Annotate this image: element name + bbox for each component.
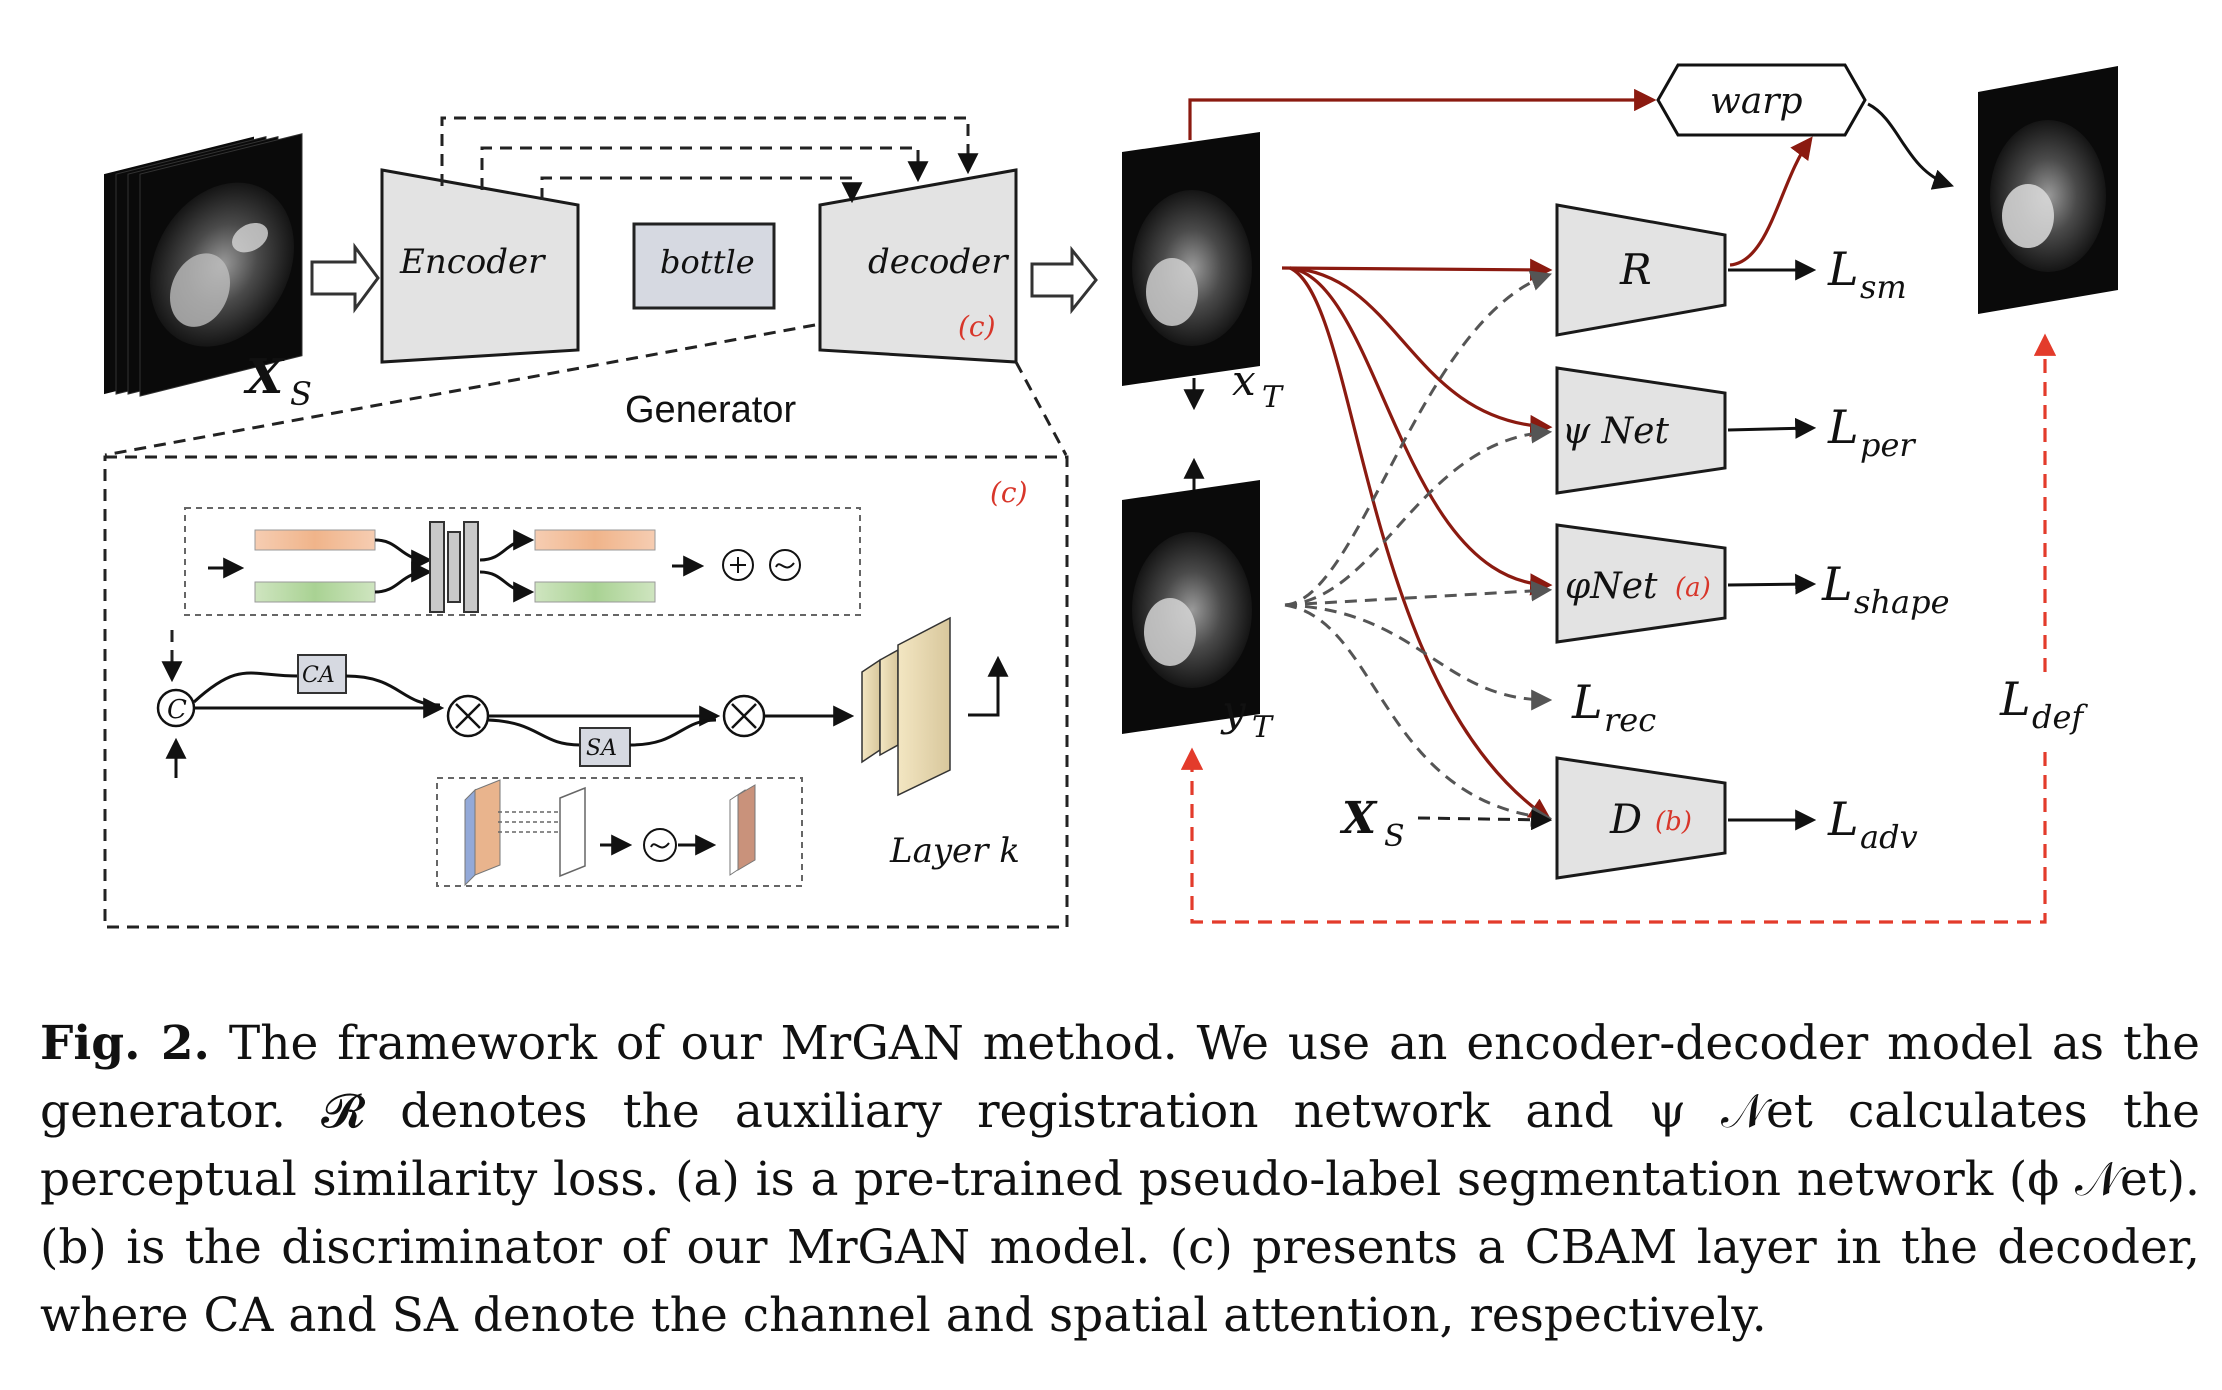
zoom-line-right <box>1014 361 1068 456</box>
zoom-line-left <box>104 323 816 457</box>
def-to-yt-arrow <box>1180 747 2047 924</box>
sa-in-curve <box>487 718 581 747</box>
encoder-block <box>380 168 580 364</box>
spatial-attention-detail <box>436 777 803 887</box>
input-to-encoder-arrow <box>310 242 380 314</box>
caption-text: The framework of our MrGAN method. We us… <box>40 1016 2200 1343</box>
xt-sub: T <box>1262 380 1284 415</box>
xt-label: x <box>1232 356 1256 405</box>
channel-attention-detail <box>184 507 861 616</box>
loss-rec-symbol: L <box>1571 675 1603 729</box>
decoder-tag: (c) <box>958 310 996 343</box>
skip-connection-middle <box>480 146 929 190</box>
layer-k-block <box>861 616 951 797</box>
psi-net-block <box>1555 366 1727 495</box>
ca-out-curve <box>345 674 441 707</box>
xt-to-discriminator-arrow <box>1289 266 1552 821</box>
loss-per-sub: per <box>1860 426 1916 464</box>
loss-sm-symbol: L <box>1827 242 1859 296</box>
output-xt-image <box>1122 132 1260 386</box>
yt-to-phi-arrow <box>1284 580 1553 607</box>
skip-connection-inner <box>540 176 863 204</box>
yt-to-psi-arrow <box>1284 422 1553 607</box>
sa-label: SA <box>586 736 617 761</box>
loss-rec-sub: rec <box>1604 701 1656 739</box>
xt-to-phi-arrow <box>1289 266 1553 596</box>
concat-label: C <box>167 695 187 725</box>
layer-k-label: Layer k <box>889 831 1020 871</box>
loss-adv-sub: adv <box>1860 818 1918 856</box>
sa-block <box>579 727 631 767</box>
ca-in-curve <box>192 671 299 704</box>
phi-net-block <box>1555 523 1727 644</box>
loss-per-symbol: L <box>1827 400 1859 454</box>
xt-to-warp-arrow <box>1188 88 1657 140</box>
xs-disc-input-sub: S <box>1384 819 1405 854</box>
cbam-panel <box>103 455 1069 929</box>
loss-shape-symbol: L <box>1821 557 1853 611</box>
yt-label: y <box>1220 686 1247 735</box>
decoder-to-output-arrow <box>1030 245 1098 315</box>
loss-shape-sub: shape <box>1854 583 1950 621</box>
warp-to-result-arrow <box>1867 102 1954 190</box>
bottleneck-block <box>632 222 776 310</box>
yt-sub: T <box>1252 710 1274 745</box>
registration-to-warp-arrow <box>1729 136 1813 267</box>
psi-to-loss-arrow <box>1727 417 1817 439</box>
phi-net-label: φNet <box>1565 566 1658 607</box>
encoder-label: Encoder <box>399 242 546 282</box>
input-mri-stack <box>104 133 303 397</box>
warped-result-image <box>1978 66 2118 314</box>
input-xs-label: X <box>243 349 285 405</box>
discriminator-tag: (b) <box>1655 807 1692 837</box>
xs-disc-input-label: X <box>1339 793 1378 844</box>
loss-def-sub: def <box>2032 698 2088 736</box>
caption-fig-label: Fig. 2. <box>40 1016 210 1071</box>
loss-def-symbol: L <box>1999 672 2031 726</box>
sa-out-curve <box>629 718 717 747</box>
input-xs-sub: S <box>290 375 312 413</box>
skip-connection-outer <box>440 116 979 186</box>
yt-to-discriminator-arrow <box>1284 603 1553 827</box>
discriminator-block <box>1555 756 1727 880</box>
registration-network-block <box>1555 203 1727 337</box>
xt-to-registration-arrow <box>1281 258 1553 282</box>
cbam-tag: (c) <box>990 476 1028 509</box>
ca-block <box>297 654 347 694</box>
decoder-label: decoder <box>868 242 1009 282</box>
warp-block <box>1656 63 1867 137</box>
target-yt-image <box>1122 480 1260 734</box>
loss-sm-sub: sm <box>1860 268 1907 306</box>
layer-output-arrow <box>968 655 1009 717</box>
framework-diagram: X S Encoder bottle decoder (c) Generator… <box>103 63 2118 929</box>
yt-to-rec-arrow <box>1284 603 1553 711</box>
figure-caption: Fig. 2. The framework of our MrGAN metho… <box>40 1010 2200 1350</box>
psi-net-label: ψ Net <box>1562 411 1669 452</box>
generator-label: Generator <box>625 389 796 431</box>
registration-label: R <box>1619 245 1652 294</box>
phi-to-loss-arrow <box>1727 573 1817 595</box>
warp-label: warp <box>1710 81 1803 122</box>
bottleneck-label: bottle <box>660 243 755 281</box>
ca-label: CA <box>302 663 335 688</box>
phi-net-tag: (a) <box>1675 573 1711 603</box>
xt-to-psi-arrow <box>1289 266 1553 438</box>
xs-to-discriminator-arrow <box>1417 809 1553 831</box>
discriminator-label: D <box>1609 797 1642 843</box>
loss-adv-symbol: L <box>1827 792 1859 846</box>
